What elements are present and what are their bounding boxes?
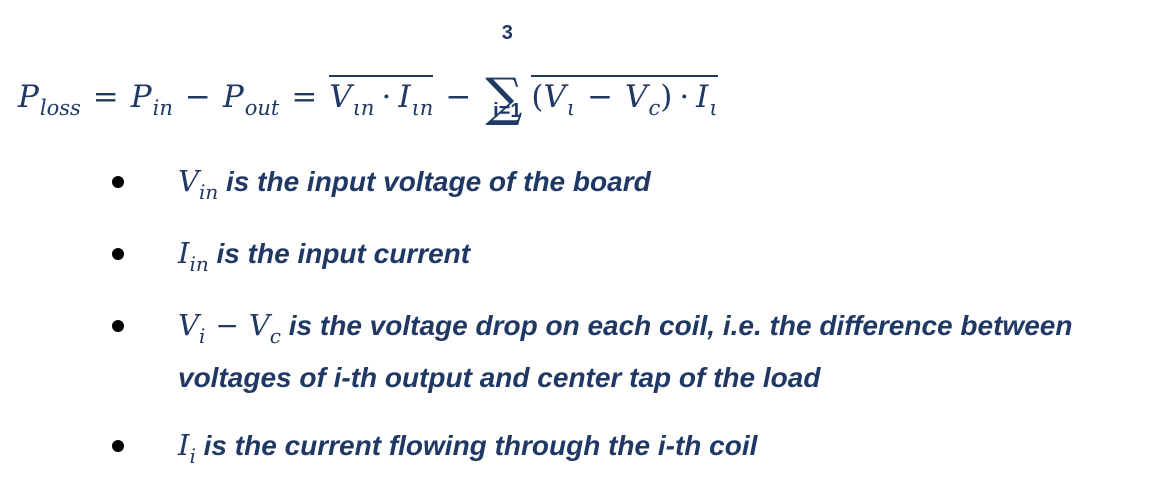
equals-sign: = [92, 79, 119, 115]
bullet-icon [112, 440, 124, 452]
coil-power-product: (Vι−Vc)·Iι [531, 75, 718, 120]
p-loss-term: Ploss [18, 79, 81, 120]
summation-upper-limit: 3 [501, 22, 513, 44]
bullet-icon [112, 248, 124, 260]
summation-lower-limit: i=1 [493, 100, 522, 122]
definition-text: is the voltage drop on each coil, i.e. t… [280, 310, 1073, 341]
definition-text-continued: voltages of i-th output and center tap o… [178, 362, 821, 393]
bullet-icon [112, 320, 124, 332]
input-power-product: Vιn·Iιn [329, 75, 434, 120]
i-i-term: Iι [696, 79, 718, 120]
i-in-term: Iιn [398, 79, 434, 120]
minus-sign: − [184, 79, 211, 115]
definition-text: is the input voltage of the board [218, 166, 651, 197]
v-c-term: Vc [625, 79, 661, 120]
p-in-term: Pin [130, 79, 173, 120]
equals-sign: = [291, 79, 318, 115]
equation-line: Ploss = Pin − Pout = Vιn·Iιn − 3 ∑ i=1 (… [18, 22, 718, 128]
p-out-term: Pout [222, 79, 280, 120]
bullet-icon [112, 176, 124, 188]
definition-text: is the input current [208, 238, 471, 269]
power-loss-equation: Ploss = Pin − Pout = Vιn·Iιn − 3 ∑ i=1 (… [18, 18, 778, 148]
v-in-term: Vιn [329, 79, 375, 120]
minus-sign: − [587, 79, 614, 115]
multiply-dot: · [381, 79, 392, 115]
multiply-dot: · [679, 79, 690, 115]
minus-sign: − [445, 79, 472, 115]
definition-text: is the current flowing through the i-th … [195, 430, 758, 461]
summation: 3 ∑ i=1 [485, 22, 529, 128]
v-i-term: Vι [543, 79, 576, 120]
summation-sign: ∑ [485, 68, 523, 128]
